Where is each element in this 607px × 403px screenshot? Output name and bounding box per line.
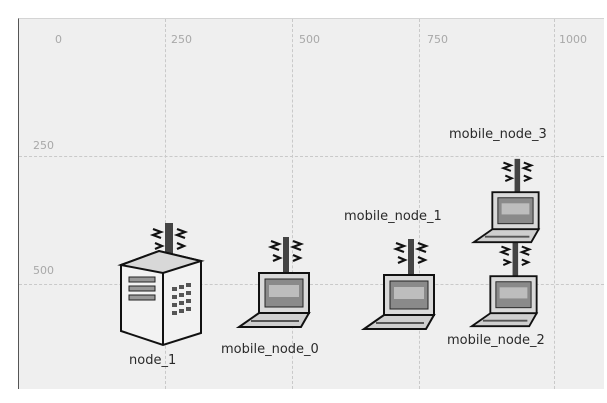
x-tick-label: 500 (299, 33, 320, 46)
node-label: mobile_node_1 (344, 209, 442, 224)
node-label: mobile_node_2 (447, 333, 545, 348)
wireless-server-icon[interactable] (115, 221, 211, 347)
x-tick-label: 0 (55, 33, 62, 46)
grid-line-x-750 (419, 19, 420, 389)
y-tick-label: 500 (33, 264, 54, 277)
grid-line-x-500 (292, 19, 293, 389)
wireless-laptop-icon[interactable] (468, 241, 545, 329)
node-label: mobile_node_0 (221, 342, 319, 357)
network-canvas[interactable]: 0 250 500 750 1000 250 500 (18, 18, 604, 389)
wireless-laptop-icon[interactable] (360, 237, 442, 332)
grid-line-y-250 (19, 156, 604, 157)
wireless-laptop-icon[interactable] (235, 235, 317, 330)
y-tick-label: 250 (33, 139, 54, 152)
node-label: node_1 (129, 353, 177, 368)
node-label: mobile_node_3 (449, 127, 547, 142)
grid-line-x-250 (165, 19, 166, 389)
wireless-laptop-icon[interactable] (470, 157, 547, 245)
x-tick-label: 250 (171, 33, 192, 46)
x-tick-label: 1000 (559, 33, 587, 46)
grid-line-x-1000 (554, 19, 555, 389)
grid-line-y-500 (19, 284, 604, 285)
x-tick-label: 750 (427, 33, 448, 46)
